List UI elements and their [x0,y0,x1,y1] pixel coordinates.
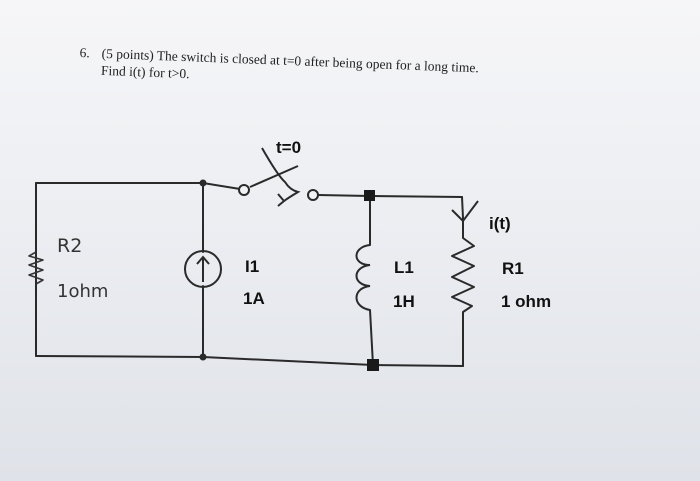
inductor-l1-coil [355,244,371,311]
resistor-r1 [451,218,475,326]
source-name-label: I1 [245,257,259,276]
r2-name-label: R2 [57,235,82,257]
current-label: i(t) [489,214,511,233]
r2-value-label: 1ohm [57,281,108,302]
switch-closing-arrow [261,147,301,202]
current-source-i1 [184,250,222,288]
switch-arrow-head [277,193,286,207]
junction-node-top-left [199,179,207,187]
inductor-name-label: L1 [394,258,414,277]
current-arrow-icon [451,200,479,223]
junction-node-top-right [364,190,375,201]
switch-blade [249,165,299,188]
r1-name-label: R1 [502,259,524,278]
inductor-value-label: 1H [393,292,415,311]
resistor-r2 [28,251,44,285]
junction-node-bottom-left [199,353,207,361]
switch-label: t=0 [276,138,301,157]
junction-node-bottom-right [367,359,379,371]
switch [238,147,319,207]
top-wire-left [35,182,241,190]
source-value-label: 1A [243,289,265,308]
r1-wire-top [461,196,464,219]
switch-contact-left [238,184,250,196]
inductor-wire-bottom [369,309,374,366]
source-arrow-icon [196,255,210,282]
bottom-wire [35,355,464,367]
r1-value-label: 1 ohm [501,292,551,311]
top-wire-right [317,194,463,198]
switch-contact-right [307,189,319,201]
